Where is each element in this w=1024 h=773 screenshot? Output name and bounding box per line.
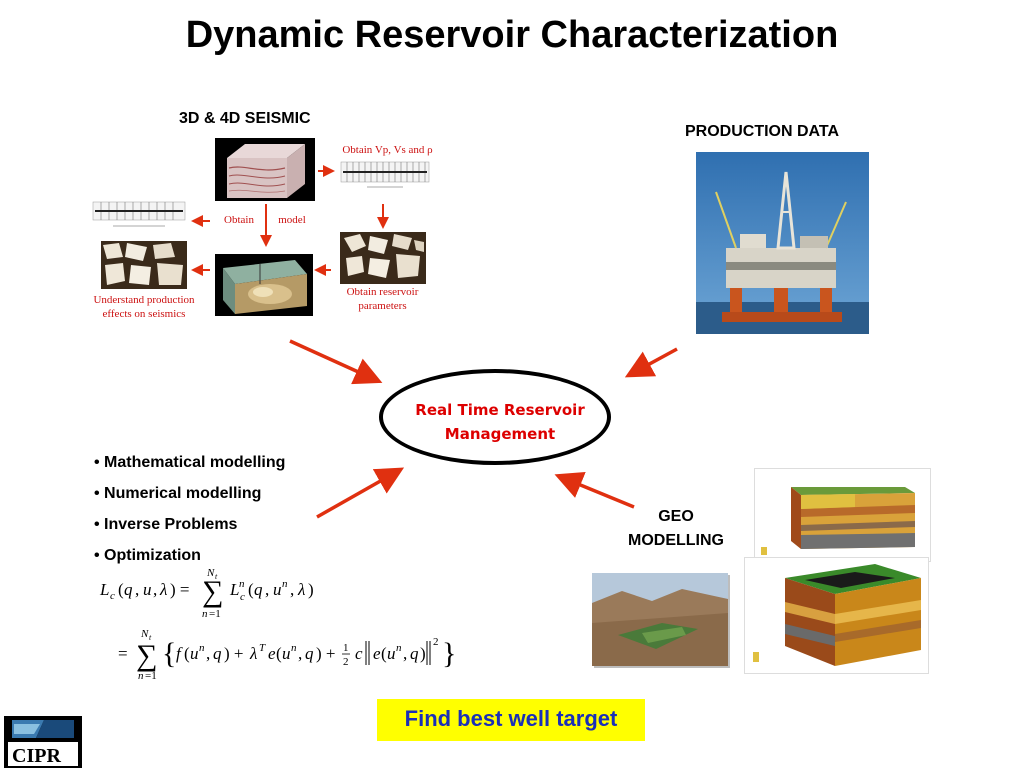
svg-text:t: t [149,633,152,642]
svg-text:,: , [290,580,294,599]
svg-text:T: T [259,642,266,654]
svg-text:q: q [213,644,222,663]
bullet-item: • Inverse Problems [94,516,238,533]
svg-text:=1: =1 [209,608,221,620]
seismic-cube-image [215,138,315,201]
svg-text:n: n [282,578,288,590]
page-title: Dynamic Reservoir Characterization [185,14,839,56]
velocity-log-left-image [89,199,189,231]
svg-text:u: u [190,644,199,663]
geo-modelling-label: GEO MODELLING [628,508,724,549]
svg-text:): ) [308,580,314,599]
svg-text:=1: =1 [145,670,157,682]
rock-grains-image [340,232,426,284]
understand-label: Understand production effects on seismic… [93,294,195,320]
svg-text:n: n [138,670,144,682]
svg-text:,: , [265,580,269,599]
svg-text:n: n [291,642,297,654]
svg-text:) +: ) + [224,644,244,663]
svg-text:n: n [202,608,208,620]
svg-text:λ: λ [159,580,167,599]
model-label: model [278,214,306,226]
svg-text:u: u [273,580,282,599]
svg-text:f: f [176,644,183,663]
svg-text:(: ( [381,644,387,663]
arrow-math-to-center [316,467,405,519]
seismic-header: 3D & 4D SEISMIC [179,110,311,127]
svg-text:,: , [153,580,157,599]
svg-text:L: L [99,580,109,599]
bullet-item: • Numerical modelling [94,485,262,502]
svg-text:(: ( [248,580,254,599]
obtain-label: Obtain [224,214,254,226]
center-label: Real Time Reservoir Management [415,401,585,443]
svg-text:c: c [110,590,115,602]
reservoir-model-image [215,254,313,316]
svg-text:e: e [268,644,276,663]
svg-text:(: ( [118,580,124,599]
svg-text:(: ( [276,644,282,663]
svg-text:n: n [199,642,205,654]
svg-text:q: q [410,644,419,663]
cipr-logo: CIPR [4,716,82,768]
svg-text:n: n [239,578,245,590]
obtain-reservoir-label: Obtain reservoir parameters [346,286,419,312]
geo-model-image-2 [744,557,929,674]
svg-text:q: q [124,580,133,599]
svg-text:): ) [420,644,426,663]
arrow-production-to-center [624,347,678,378]
svg-text:u: u [387,644,396,663]
svg-text:(: ( [184,644,190,663]
svg-text:u: u [282,644,291,663]
bullet-item: • Optimization [94,547,201,564]
svg-text:c: c [240,591,245,603]
svg-text:L: L [229,580,239,599]
svg-text:) =: ) = [170,580,190,599]
svg-text:}: } [442,637,456,670]
obtain-vp-label: Obtain Vp, Vs and ρ [342,144,433,156]
svg-text:λ: λ [297,580,305,599]
svg-text:2: 2 [343,656,349,668]
svg-text:1: 1 [343,642,349,654]
geo-model-image-1 [754,468,931,562]
center-ellipse [379,369,611,465]
svg-text:,: , [135,580,139,599]
svg-text:c: c [355,644,363,663]
find-target-label: Find best well target [404,706,618,731]
svg-text:2: 2 [433,636,439,648]
svg-text:CIPR: CIPR [12,745,61,767]
svg-text:t: t [215,572,218,581]
svg-text:∑: ∑ [136,639,157,672]
arrow-seismic-to-center [289,339,383,385]
svg-text:=: = [118,644,128,663]
landscape-photo [592,573,728,666]
rock-grains-left-image [101,241,187,289]
velocity-log-image [337,158,433,192]
svg-text:N: N [140,628,149,640]
svg-text:,: , [403,644,407,663]
svg-text:λ: λ [249,644,257,663]
svg-text:u: u [143,580,152,599]
svg-text:e: e [373,644,381,663]
svg-text:N: N [206,567,215,579]
bullet-item: • Mathematical modelling [94,454,286,471]
svg-text:) +: ) + [316,644,336,663]
svg-text:,: , [298,644,302,663]
svg-text:,: , [206,644,210,663]
svg-text:q: q [305,644,314,663]
svg-text:q: q [254,580,263,599]
svg-text:n: n [396,642,402,654]
production-header: PRODUCTION DATA [685,123,840,140]
oil-platform-image [696,152,869,334]
arrow-geo-to-center [554,472,635,509]
svg-text:∑: ∑ [202,575,223,608]
svg-text:{: { [162,637,176,670]
find-target-box [377,699,645,741]
